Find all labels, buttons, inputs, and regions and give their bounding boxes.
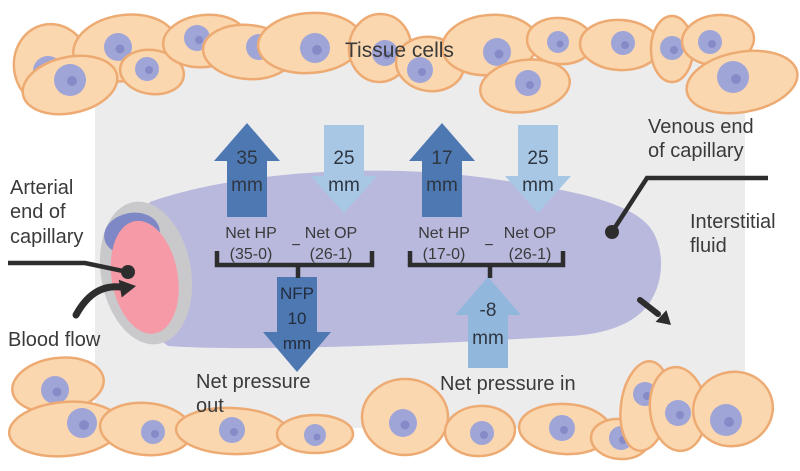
tissue-cell xyxy=(360,377,450,457)
tissue-cells-top xyxy=(12,11,799,116)
nfp-out-down-arrow-icon xyxy=(263,277,331,372)
net-hp-label: Net HP xyxy=(225,225,277,242)
venous-pointer-line xyxy=(605,175,768,239)
arterial-op-down-arrow-icon xyxy=(311,125,377,213)
tissue-cell xyxy=(517,402,613,456)
nfp-out-value: NFP 10 mm xyxy=(280,284,314,353)
fluid-out-arrow-icon xyxy=(637,297,671,325)
net-pressure-in-label: Net pressure in xyxy=(440,373,576,395)
tissue-cell xyxy=(649,14,695,84)
arterial-hp-value: 35 mm xyxy=(231,148,263,196)
tissue-cells-bottom xyxy=(7,356,775,461)
tissue-cell xyxy=(7,400,123,458)
venous-hp-value: 17 mm xyxy=(426,148,458,196)
arterial-pointer-line xyxy=(8,260,135,279)
venous-minus-sign: − xyxy=(484,237,494,254)
tissue-cells-label: Tissue cells xyxy=(345,39,454,62)
arterial-end-label: Arterial end of capillary xyxy=(10,177,84,248)
blood-flow-arrow-icon xyxy=(72,279,136,319)
tissue-cell xyxy=(11,356,105,414)
capillary-body xyxy=(135,170,662,349)
venous-hp-up-arrow-icon xyxy=(409,123,475,217)
tissue-cell xyxy=(479,58,571,114)
tissue-cell xyxy=(685,49,799,115)
arterial-minus-sign: − xyxy=(291,237,301,254)
net-pressure-out-label: Net pressure out xyxy=(196,371,311,418)
tissue-cell xyxy=(525,16,595,66)
net-hp-formula: (35-0) xyxy=(229,246,273,263)
arterial-hp-up-arrow-icon xyxy=(214,123,280,217)
interstitial-fluid-label: Interstitial fluid xyxy=(690,211,776,258)
venous-op-value: 25 mm xyxy=(522,148,554,196)
venous-op-down-arrow-icon xyxy=(505,125,571,213)
arterial-net-hp: Net HP (35-0) xyxy=(225,223,277,265)
net-hp-formula: (17-0) xyxy=(422,246,466,263)
net-op-formula: (26-1) xyxy=(309,246,353,263)
net-op-formula: (26-1) xyxy=(508,246,552,263)
capillary-opening xyxy=(99,201,193,345)
arterial-bracket xyxy=(214,251,375,278)
tissue-cell xyxy=(648,365,708,453)
venous-end-label: Venous end of capillary xyxy=(648,116,754,163)
net-op-label: Net OP xyxy=(304,225,358,242)
blood-flow-label: Blood flow xyxy=(8,329,101,351)
tissue-cell xyxy=(21,54,119,116)
nfp-in-value: -8 mm xyxy=(472,300,504,349)
venous-net-op: Net OP (26-1) xyxy=(504,223,556,265)
tissue-cell xyxy=(256,11,364,75)
arterial-op-value: 25 mm xyxy=(328,148,360,196)
tissue-cell xyxy=(443,404,517,458)
venous-net-hp: Net HP (17-0) xyxy=(418,223,470,265)
nfp-in-up-arrow-icon xyxy=(455,277,521,368)
tissue-cell xyxy=(275,413,355,455)
tissue-cell xyxy=(118,48,186,96)
capillary-lumen xyxy=(110,220,179,334)
net-hp-label: Net HP xyxy=(418,225,470,242)
arterial-net-op: Net OP (26-1) xyxy=(305,223,357,265)
net-op-label: Net OP xyxy=(503,225,557,242)
tissue-cell xyxy=(578,18,662,72)
tissue-cell xyxy=(691,370,775,448)
venous-bracket xyxy=(407,251,566,278)
tissue-cell xyxy=(440,13,540,77)
